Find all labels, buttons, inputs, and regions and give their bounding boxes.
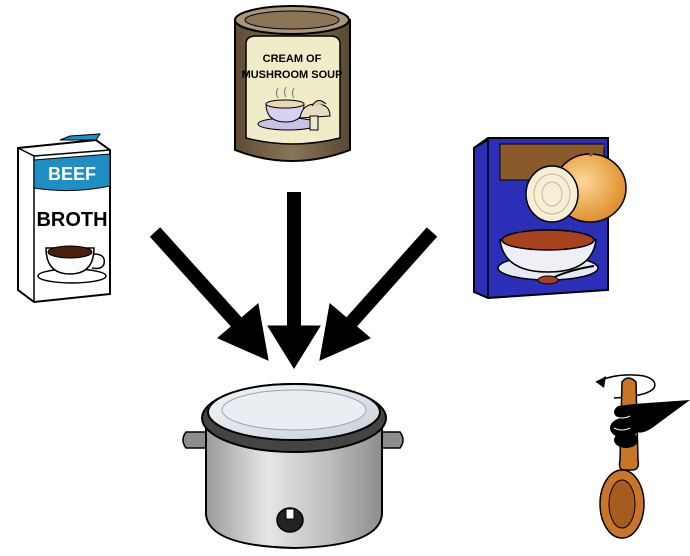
dial-knob-icon [277,508,303,532]
mushroom-soup-can: CREAM OF MUSHROOM SOUP [235,6,350,161]
soup-can-label-line2: MUSHROOM SOUP [242,69,343,81]
arrow-left [155,232,268,360]
arrow-right [320,232,432,360]
broth-label-line1: BEEF [48,164,96,184]
broth-label-line2: BROTH [36,209,107,231]
arrow-center [268,192,320,368]
onion-soup-mix-box [474,138,626,298]
hand-icon [610,400,690,448]
soup-can-label-line1: CREAM OF [263,53,322,65]
arrows [155,192,432,368]
slow-cooker [183,384,403,548]
beef-broth-carton: BEEF BROTH [18,134,110,302]
stirring-spoon [596,375,690,538]
soup-bowl-icon [498,226,598,284]
slow-cooker-lid [208,384,380,440]
rotation-arrow-icon [596,376,606,388]
